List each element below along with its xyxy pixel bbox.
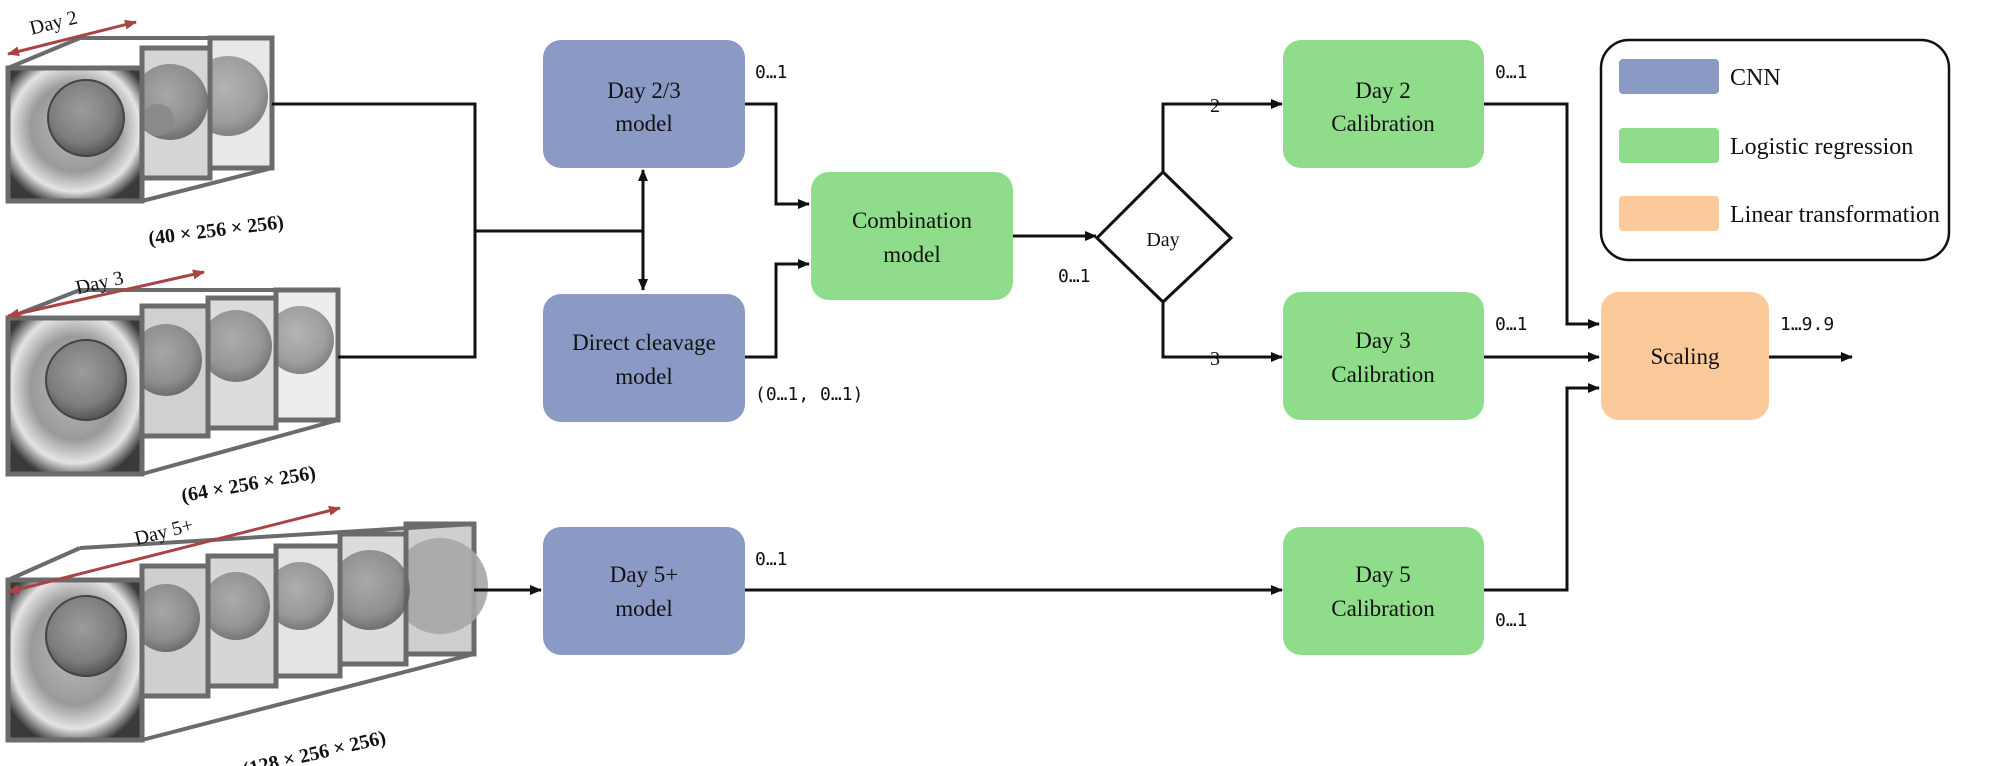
node-label: model: [883, 242, 941, 267]
day2-calibration-node: Day 2 Calibration: [1283, 40, 1484, 168]
legend-swatch: [1619, 128, 1719, 163]
edge-label-branch-3: 3: [1210, 348, 1220, 370]
node-label: Day 5+: [610, 562, 679, 587]
stack-frame: [130, 303, 211, 439]
node-label: Day: [1146, 229, 1179, 251]
node-label: model: [615, 364, 673, 389]
edge-stack2-bus: [272, 102, 477, 231]
legend-swatch: [1619, 196, 1719, 231]
legend-item-logistic: Logistic regression: [1619, 128, 1913, 163]
stack-frame: [5, 315, 145, 477]
node-label: Direct cleavage: [572, 330, 716, 355]
stack-dimensions: (40 × 256 × 256): [147, 211, 285, 249]
stack-frame: [266, 287, 341, 423]
node-label: Day 5: [1355, 562, 1411, 587]
embryo-stack-day3: Day 3 (64 × 256 × 256): [5, 267, 341, 507]
day-span-arrow: [7, 505, 341, 595]
node-label: Day 3: [1355, 328, 1411, 353]
connectors: [272, 99, 1853, 595]
stack-frame: [330, 531, 410, 667]
node-label: Scaling: [1651, 344, 1720, 369]
combination-model-node: Combination model: [811, 172, 1013, 300]
edge-label-scaling-out: 1…9.9: [1780, 314, 1834, 335]
node-label: Combination: [852, 208, 973, 233]
node-label: Calibration: [1331, 111, 1435, 136]
legend: CNN Logistic regression Linear transform…: [1599, 38, 1951, 262]
stack-frame: [200, 295, 279, 431]
edge-day2cal-scaling: [1484, 102, 1600, 329]
stack-frame: [5, 65, 145, 204]
stack-dimensions: (128 × 256 × 256): [241, 727, 388, 766]
edge-day23-combination: [745, 102, 810, 209]
node-label: Calibration: [1331, 596, 1435, 621]
stack-frame: [5, 577, 145, 743]
embryo-stack-day2: Day 2 (40 × 256 × 256): [5, 7, 285, 250]
edge-day5cal-scaling: [1484, 383, 1600, 592]
day-decision-node: Day: [1094, 169, 1234, 305]
edge-label-direct-out: (0…1, 0…1): [755, 384, 863, 405]
direct-cleavage-model-node: Direct cleavage model: [543, 294, 745, 422]
day23-model-node: Day 2/3 model: [543, 40, 745, 168]
scaling-node: Scaling: [1601, 292, 1769, 420]
day-span-arrow: [7, 269, 205, 319]
edge-label-day2cal-out: 0…1: [1495, 62, 1528, 83]
node-label: model: [615, 111, 673, 136]
day5-calibration-node: Day 5 Calibration: [1283, 527, 1484, 655]
edge-branch-day2: [1161, 99, 1283, 172]
legend-label: CNN: [1730, 65, 1781, 91]
node-label: Day 2/3: [607, 78, 680, 103]
stack-frame: [132, 45, 213, 181]
day5-model-node: Day 5+ model: [543, 527, 745, 655]
edge-stack3-bus: [338, 231, 477, 359]
stack-frame: [202, 553, 279, 689]
legend-item-linear: Linear transformation: [1619, 196, 1940, 231]
edge-label-day3cal-out: 0…1: [1495, 314, 1528, 335]
edge-label-day5-out: 0…1: [755, 549, 788, 570]
legend-item-cnn: CNN: [1619, 59, 1781, 94]
legend-label: Logistic regression: [1730, 134, 1913, 160]
legend-label: Linear transformation: [1730, 202, 1940, 228]
day-span-arrow: [7, 19, 137, 57]
node-label: Day 2: [1355, 78, 1411, 103]
embryo-stack-day5: Day 5+ (128 × 256 × 256): [5, 505, 488, 766]
edge-label-day5cal-out: 0…1: [1495, 610, 1528, 631]
edge-label-branch-2: 2: [1210, 95, 1220, 117]
edge-label-day23-out: 0…1: [755, 62, 788, 83]
edge-direct-combination: [745, 259, 810, 359]
day3-calibration-node: Day 3 Calibration: [1283, 292, 1484, 420]
edge-label-combination-out: 0…1: [1058, 266, 1091, 287]
stack-dimensions: (64 × 256 × 256): [180, 462, 318, 507]
stack-day-label: Day 2: [27, 7, 79, 40]
edge-branch-day3: [1161, 302, 1283, 362]
node-label: model: [615, 596, 673, 621]
node-label: Calibration: [1331, 362, 1435, 387]
legend-swatch: [1619, 59, 1719, 94]
